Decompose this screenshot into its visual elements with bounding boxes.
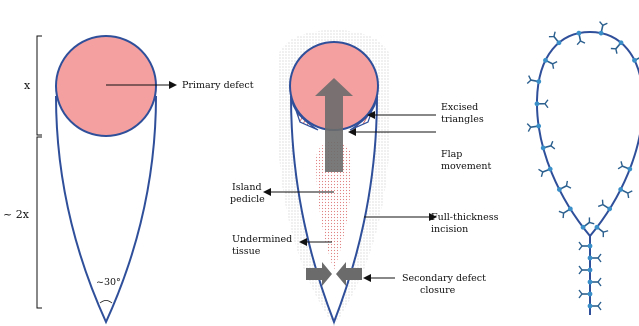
closure-label-2: closure	[420, 285, 456, 296]
undermined-label-1: Undermined	[232, 234, 292, 245]
undermined-label-2: tissue	[232, 246, 261, 257]
flap-movement-label-1: Flap	[441, 149, 462, 160]
angle-label: ~30°	[96, 277, 121, 288]
label-x: x	[24, 79, 31, 92]
closure-label-1: Secondary defect	[402, 273, 486, 284]
bracket-2x	[37, 137, 42, 308]
flap-movement-label-2: movement	[441, 161, 491, 172]
excised-label-1: Excised	[441, 102, 478, 113]
closed-flap-suture-line	[537, 32, 639, 236]
primary-defect-circle	[56, 36, 156, 136]
incision-label-1: Full-thickness	[431, 212, 499, 223]
pedicle-label-2: pedicle	[230, 194, 265, 205]
right-panel	[527, 22, 639, 315]
excised-label-2: triangles	[441, 114, 484, 125]
primary-defect-label: Primary defect	[182, 80, 254, 91]
pedicle-label-1: Island	[232, 182, 262, 193]
incision-label-2: incision	[431, 224, 468, 235]
left-panel: x ~ 2x Primary defect ~30°	[3, 36, 254, 322]
middle-panel: Excised triangles Flap movement Island p…	[230, 30, 499, 326]
bracket-x	[37, 36, 42, 135]
label-2x: ~ 2x	[3, 208, 30, 221]
